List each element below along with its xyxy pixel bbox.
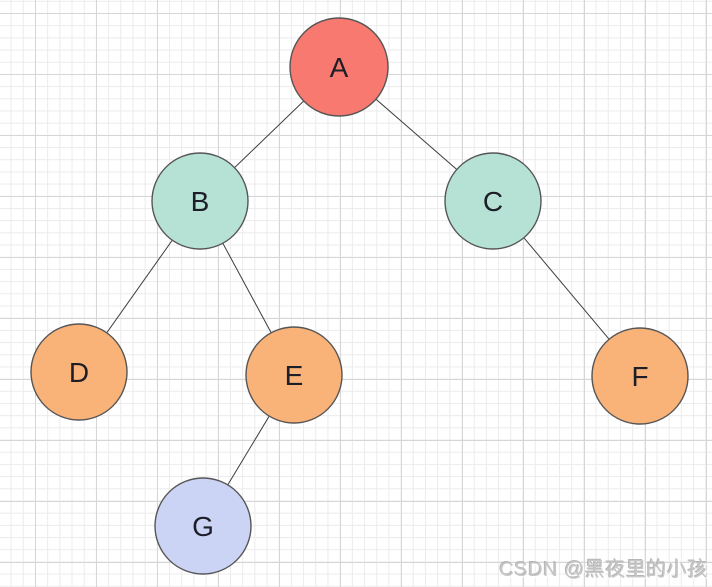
node-circle-d xyxy=(30,323,128,421)
tree-node-a: A xyxy=(289,17,389,117)
node-circle-b xyxy=(151,152,249,250)
node-circle-a xyxy=(289,17,389,117)
node-circle-g xyxy=(154,477,252,575)
node-circle-f xyxy=(591,327,689,425)
tree-node-d: D xyxy=(30,323,128,421)
node-circle-e xyxy=(245,326,343,424)
tree-node-e: E xyxy=(245,326,343,424)
tree-node-f: F xyxy=(591,327,689,425)
tree-node-b: B xyxy=(151,152,249,250)
csdn-watermark: CSDN @黑夜里的小孩 xyxy=(499,559,708,581)
tree-node-c: C xyxy=(444,152,542,250)
tree-node-g: G xyxy=(154,477,252,575)
node-circle-c xyxy=(444,152,542,250)
